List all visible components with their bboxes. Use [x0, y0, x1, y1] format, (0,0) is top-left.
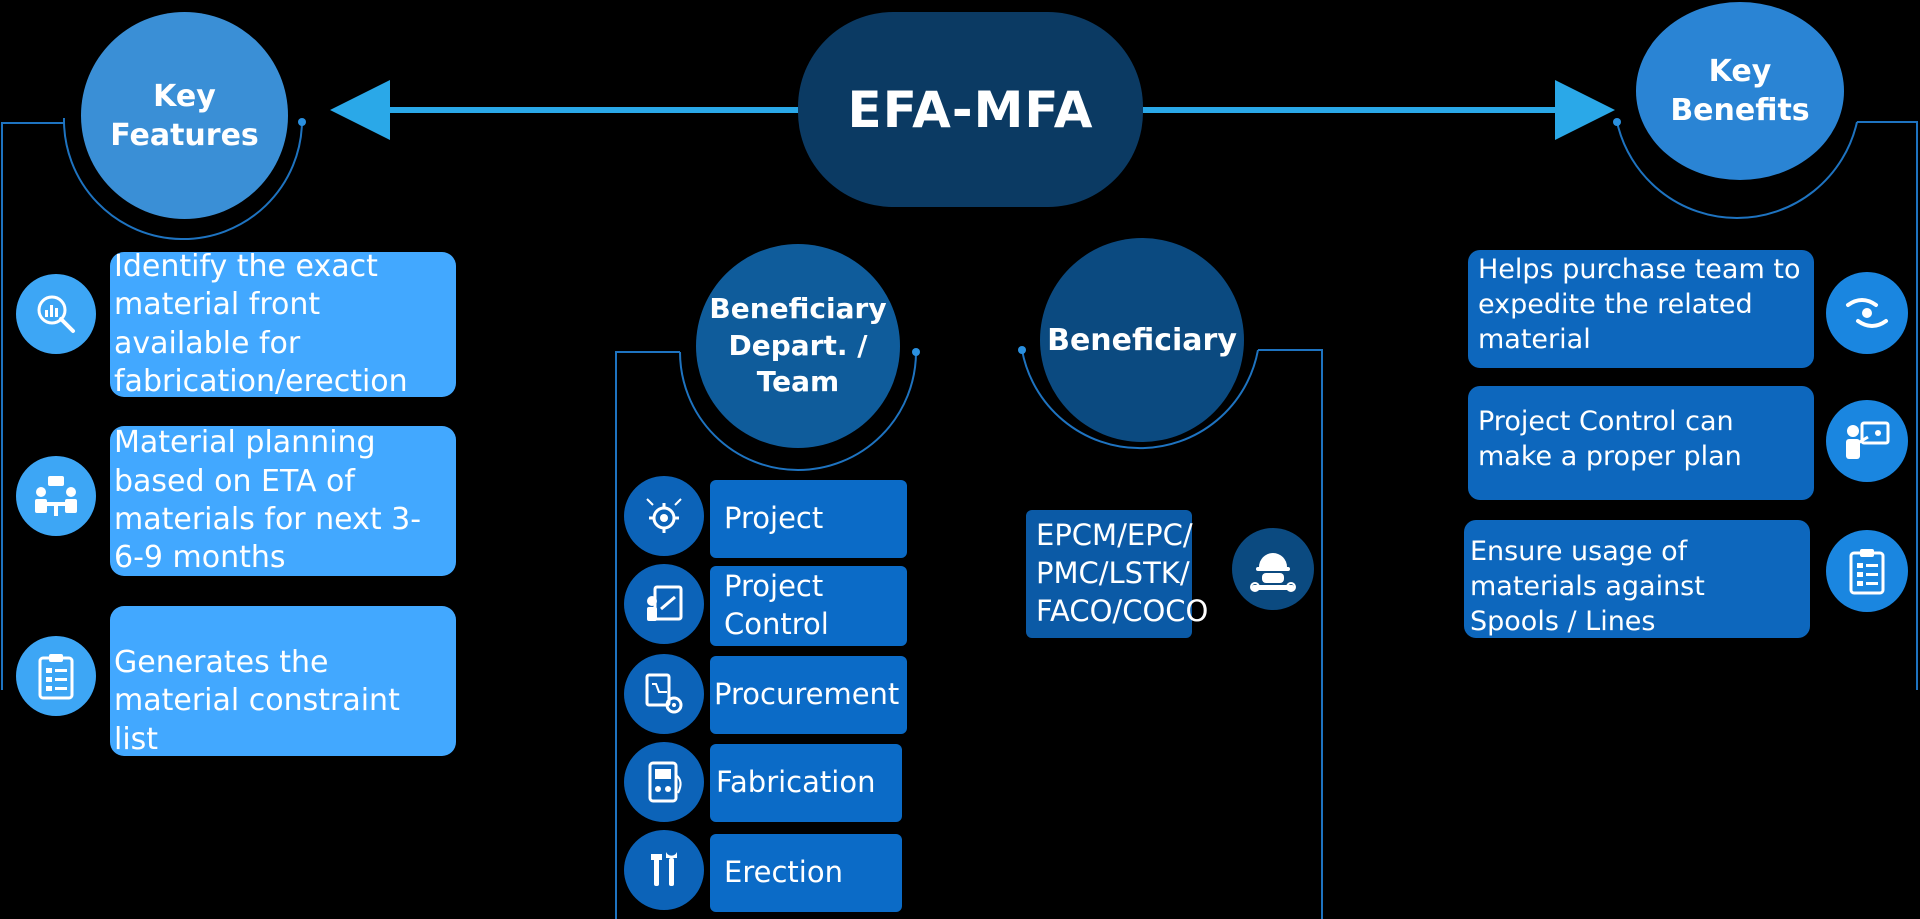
bdept-heading-line3: Team [756, 365, 840, 399]
department-arc [679, 351, 917, 471]
key-benefits-heading-line2: Benefits [1670, 93, 1810, 128]
beneficiary-heading-text: Beneficiary [1047, 322, 1237, 358]
department-item-procurement: Procurement [710, 656, 907, 734]
department-label: Procurement [714, 677, 900, 712]
project-gear-icon [624, 476, 704, 556]
procurement-cart-icon [624, 654, 704, 734]
checklist-icon [1826, 530, 1908, 612]
department-bracket [615, 351, 680, 919]
department-label: Project [724, 501, 824, 536]
department-label: Project Control [724, 569, 829, 641]
beneficiary-heading: Beneficiary [1040, 238, 1244, 442]
benefit-item-text: Project Control can make a proper plan [1478, 406, 1742, 473]
fabrication-machine-icon [624, 742, 704, 822]
engineer-helmet-icon [1232, 528, 1314, 610]
beneficiary-list: EPCM/EPC/PMC/LSTK/FACO/COCO [1026, 510, 1208, 638]
clipboard-icon [16, 636, 96, 716]
benefit-item-text: Ensure usage of materials against Spools… [1470, 536, 1705, 638]
department-item-project-control: Project Control [710, 566, 907, 646]
feature-item-2: Material planning based on ETA of materi… [110, 425, 456, 576]
feature-item-1: Identify the exact material front availa… [110, 249, 456, 399]
key-benefits-arc [1616, 121, 1858, 219]
title-box: EFA-MFA [798, 12, 1143, 207]
feature-item-text: Identify the exact material front availa… [114, 248, 408, 399]
presenter-icon [1826, 400, 1908, 482]
meeting-icon [16, 456, 96, 536]
feature-item-3: Generates the material constraint list [110, 606, 456, 757]
key-features-bracket [1, 122, 64, 690]
beneficiary-arc [1021, 349, 1259, 450]
feature-item-text: Material planning based on ETA of materi… [114, 425, 422, 576]
benefit-item-1: Helps purchase team to expedite the rela… [1468, 250, 1814, 368]
department-label: Erection [724, 855, 843, 890]
benefit-item-3: Ensure usage of materials against Spools… [1464, 520, 1810, 638]
key-features-heading-line2: Features [110, 117, 259, 153]
project-control-icon [624, 564, 704, 644]
benefit-item-2: Project Control can make a proper plan [1468, 386, 1814, 500]
department-item-fabrication: Fabrication [710, 744, 902, 822]
key-features-arc [62, 117, 303, 240]
key-benefits-bracket [1857, 121, 1918, 690]
handshake-icon [1826, 272, 1908, 354]
beneficiary-text-line1: EPCM/EPC/ [1036, 518, 1193, 553]
search-chart-icon [16, 274, 96, 354]
key-benefits-heading-line1: Key [1708, 54, 1772, 89]
bdept-heading-line1: Beneficiary [709, 292, 887, 326]
beneficiary-text-line3: FACO/COCO [1036, 593, 1209, 628]
key-features-heading-line1: Key [153, 78, 216, 114]
beneficiary-bracket [1258, 349, 1323, 919]
bdept-heading-line2: Depart. / [728, 328, 868, 362]
department-item-project: Project [710, 480, 907, 558]
department-item-erection: Erection [710, 834, 902, 912]
page-title: EFA-MFA [847, 80, 1094, 139]
tools-icon [624, 830, 704, 910]
beneficiary-text-line2: PMC/LSTK/ [1036, 556, 1190, 591]
department-label: Fabrication [716, 765, 876, 800]
feature-item-text: Generates the material constraint list [114, 645, 400, 757]
benefit-item-text: Helps purchase team to expedite the rela… [1478, 254, 1801, 356]
